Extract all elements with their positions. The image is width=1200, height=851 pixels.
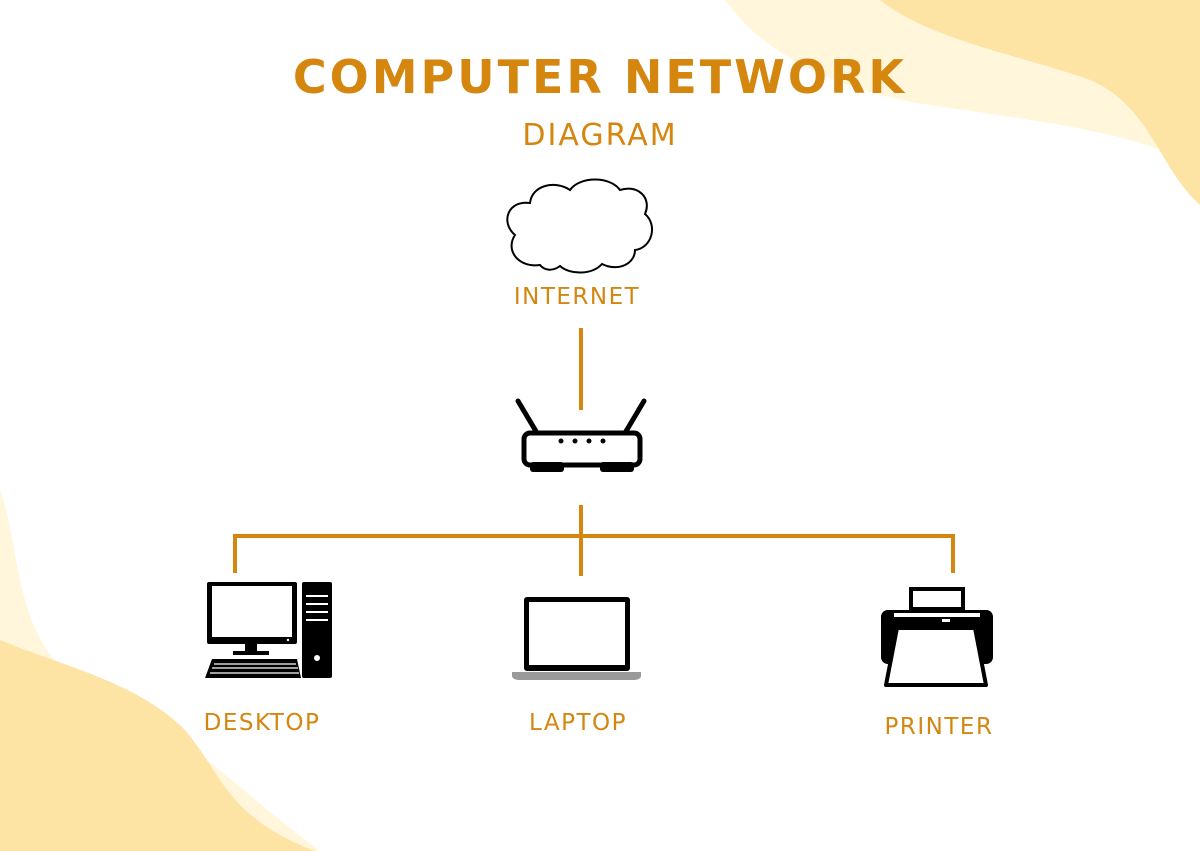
cloud-icon (506, 178, 654, 274)
page-subtitle: DIAGRAM (522, 118, 678, 153)
internet-label: INTERNET (513, 284, 641, 310)
connection-lines (233, 328, 955, 576)
laptop-icon (512, 597, 641, 680)
bottom-left-blob (0, 640, 315, 851)
desktop-label: DESKTOP (203, 710, 321, 736)
edge-router-bus (233, 534, 955, 573)
page-title: COMPUTER NETWORK (292, 50, 908, 104)
printer-label: PRINTER (884, 714, 994, 740)
router-icon (515, 398, 647, 472)
desktop-computer-icon (205, 582, 332, 678)
printer-icon (881, 587, 993, 687)
laptop-label: LAPTOP (529, 710, 627, 736)
top-right-blob (880, 0, 1200, 205)
